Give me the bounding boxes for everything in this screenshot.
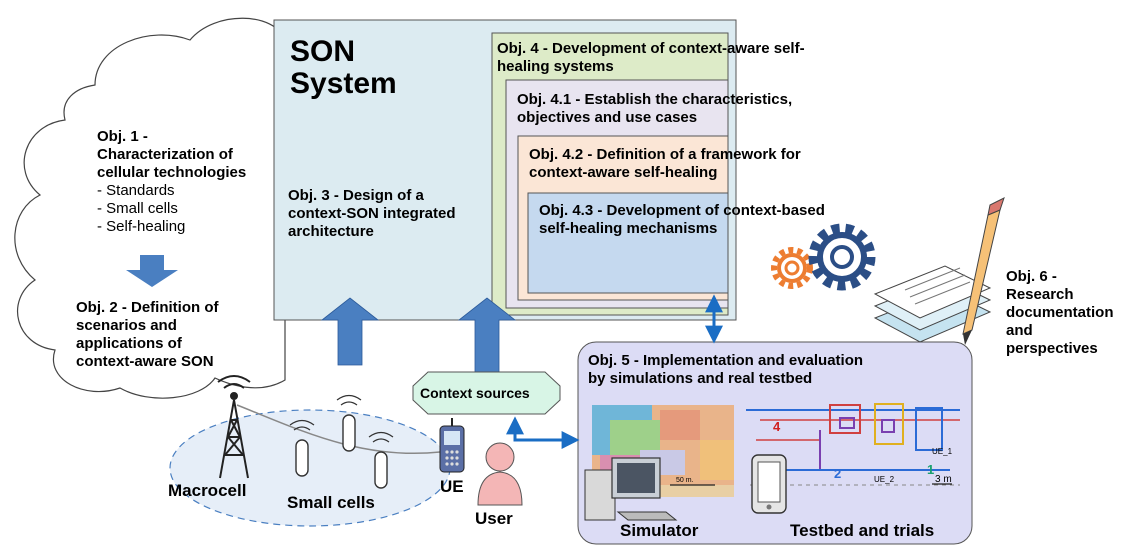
ue-phone-icon: [439, 418, 465, 473]
gear-big-icon: [808, 223, 876, 291]
obj3-line3: architecture: [288, 223, 374, 240]
obj4-line2: healing systems: [497, 58, 614, 75]
simulator-label: Simulator: [620, 521, 699, 540]
ue-label: UE: [440, 477, 464, 496]
context-sources-label: Context sources: [420, 385, 530, 401]
cloud-shape: [14, 17, 286, 399]
obj5-line1: Obj. 5 - Implementation and evaluation: [588, 352, 864, 369]
testbed-node-1: 1: [927, 462, 935, 477]
obj6-line2: Research: [1006, 286, 1074, 303]
obj1-item-self-healing: - Self-healing: [97, 218, 186, 235]
obj43-label: Obj. 4.3 - Development of context-based …: [539, 202, 825, 238]
testbed-node-4: 4: [773, 419, 781, 434]
obj5-line2: by simulations and real testbed: [588, 370, 813, 387]
obj42-line1: Obj. 4.2 - Definition of a framework for: [529, 146, 801, 163]
obj1-title-line2: Characterization of: [97, 146, 233, 163]
macrocell-tower-icon: [217, 375, 251, 479]
arrow-obj1-obj2: [126, 255, 178, 287]
macrocell-label: Macrocell: [168, 481, 247, 500]
small-cell-antenna-3: [368, 431, 394, 489]
obj6-line5: perspectives: [1006, 340, 1098, 357]
obj4-line1: Obj. 4 - Development of context-aware se…: [497, 40, 805, 57]
son-title-line2: System: [290, 67, 397, 100]
tablet-icon: [751, 454, 787, 514]
obj1-title-line3: cellular technologies: [97, 164, 247, 181]
obj43-line1: Obj. 4.3 - Development of context-based: [539, 202, 825, 219]
arrow-macro-son: [320, 297, 380, 366]
context-sources-octagon: [412, 371, 561, 415]
obj2-label: Obj. 2 - Definition of scenarios and app…: [76, 299, 219, 371]
obj2-line2: scenarios and: [76, 317, 177, 334]
arrow-context-son: [457, 297, 517, 373]
obj41-line2: objectives and use cases: [517, 109, 698, 126]
obj1-title-line1: Obj. 1 -: [97, 128, 148, 145]
obj1-item-standards: - Standards: [97, 182, 175, 199]
user-label: User: [475, 509, 513, 528]
obj43-box: [527, 192, 729, 294]
obj3-line1: Obj. 3 - Design of a: [288, 187, 424, 204]
user-icon: [477, 442, 523, 506]
testbed-label: Testbed and trials: [790, 521, 935, 540]
obj3-line2: context-SON integrated: [288, 205, 456, 222]
testbed-node-2: 2: [834, 466, 842, 481]
small-cells-label: Small cells: [287, 493, 375, 512]
testbed-scale-label: 3 m: [935, 474, 952, 485]
obj4-label: Obj. 4 - Development of context-aware se…: [497, 40, 805, 76]
obj42-line2: context-aware self-healing: [529, 164, 718, 181]
obj43-line2: self-healing mechanisms: [539, 220, 718, 237]
testbed-ue1-label: UE_1: [932, 447, 953, 456]
documents-icon: [873, 265, 992, 343]
gear-small-icon: [771, 247, 813, 289]
testbed-ue2-label: UE_2: [874, 475, 895, 484]
obj2-line4: context-aware SON: [76, 353, 214, 370]
backhaul-link: [236, 404, 441, 455]
son-title-line1: SON: [290, 35, 356, 68]
obj41-line1: Obj. 4.1 - Establish the characteristics…: [517, 91, 793, 108]
son-system-title: SON System: [290, 36, 397, 100]
computer-icon: [584, 457, 678, 521]
arrow-ue-obj5: [506, 416, 580, 449]
obj6-label: Obj. 6 - Research documentation and pers…: [1006, 268, 1114, 358]
obj6-line4: and: [1006, 322, 1033, 339]
obj2-line1: Obj. 2 - Definition of: [76, 299, 219, 316]
obj6-line1: Obj. 6 -: [1006, 268, 1057, 285]
obj42-label: Obj. 4.2 - Definition of a framework for…: [529, 146, 801, 182]
obj1-label: Obj. 1 - Characterization of cellular te…: [97, 128, 246, 236]
obj2-line3: applications of: [76, 335, 182, 352]
obj1-item-small-cells: - Small cells: [97, 200, 178, 217]
obj3-label: Obj. 3 - Design of a context-SON integra…: [288, 187, 456, 241]
pencil-icon: [962, 197, 1005, 345]
small-cell-antenna-1: [289, 419, 315, 477]
sim-scale-label: 50 m.: [676, 477, 694, 484]
obj41-label: Obj. 4.1 - Establish the characteristics…: [517, 91, 792, 127]
obj6-line3: documentation: [1006, 304, 1114, 321]
obj5-label: Obj. 5 - Implementation and evaluation b…: [588, 352, 863, 388]
small-cell-antenna-2: [336, 394, 362, 452]
